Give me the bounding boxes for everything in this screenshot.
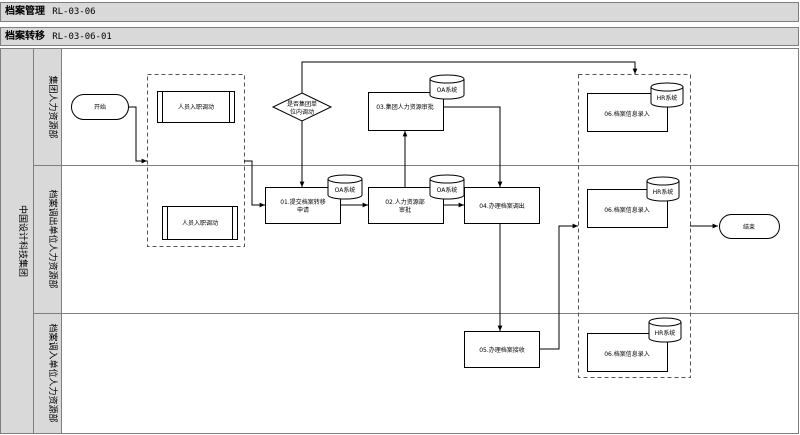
step-05-label: 05.办理档案接收: [479, 346, 525, 354]
start-label: 开始: [94, 103, 106, 111]
step-03-label: 03.集团人力资源审批: [376, 103, 434, 111]
oa-system-icon: OA系统: [429, 74, 465, 100]
oa-system-icon: OA系统: [429, 174, 465, 200]
start-node: [71, 94, 129, 120]
hr-system-icon: HR系统: [650, 82, 684, 108]
lane-label-in-unit-hr: 档案调入单位人力资源部: [47, 323, 59, 422]
svg-text:OA系统: OA系统: [437, 186, 458, 194]
end-label: 结束: [743, 223, 755, 231]
page-code: RL-03-06: [52, 7, 96, 17]
entry-group: [578, 74, 691, 378]
doc-box-bottom: [162, 206, 238, 240]
step-03-box: [368, 92, 444, 131]
oa-system-icon: OA系统: [327, 174, 363, 200]
step-04-box: [464, 187, 540, 224]
svg-text:HR系统: HR系统: [653, 188, 674, 196]
svg-text:OA系统: OA系统: [335, 186, 356, 194]
svg-text:HR系统: HR系统: [655, 329, 676, 337]
doc-box-top: [157, 91, 235, 123]
end-node: [719, 214, 780, 239]
decision-label: 是否集团单位内调动: [287, 100, 317, 116]
page-header: 档案管理 RL-03-06: [0, 2, 799, 22]
page-title: 档案管理: [5, 6, 45, 17]
svg-text:HR系统: HR系统: [657, 94, 678, 102]
sub-header: 档案转移 RL-03-06-01: [0, 27, 799, 46]
hr-system-icon: HR系统: [648, 317, 682, 343]
step-01-label: 01.提交档案转移申请: [280, 198, 326, 214]
doc-top-label: 人员入职调动: [178, 103, 214, 111]
step-06b-label: 06.档案信息录入: [604, 206, 650, 214]
lane-label-out-unit-hr: 档案调出单位人力资源部: [47, 189, 59, 288]
step-02-label: 02.人力资源部审批: [385, 198, 425, 214]
decision-diamond: [271, 92, 333, 122]
sub-code: RL-03-06-01: [52, 32, 112, 42]
sub-title: 档案转移: [5, 31, 45, 42]
step-04-label: 04.办理档案调出: [479, 202, 525, 210]
step-06c-label: 06.档案信息录入: [604, 350, 650, 358]
doc-bottom-label: 人员入职调动: [182, 219, 218, 227]
svg-text:OA系统: OA系统: [437, 86, 458, 94]
org-label: 中国设计科技集团: [17, 205, 29, 277]
hr-system-icon: HR系统: [646, 176, 680, 202]
connectors: [129, 61, 718, 350]
lane-label-group-hr: 集团人力资源部: [47, 75, 59, 138]
step-05-box: [464, 331, 540, 368]
step-06a-label: 06.档案信息录入: [604, 110, 650, 118]
